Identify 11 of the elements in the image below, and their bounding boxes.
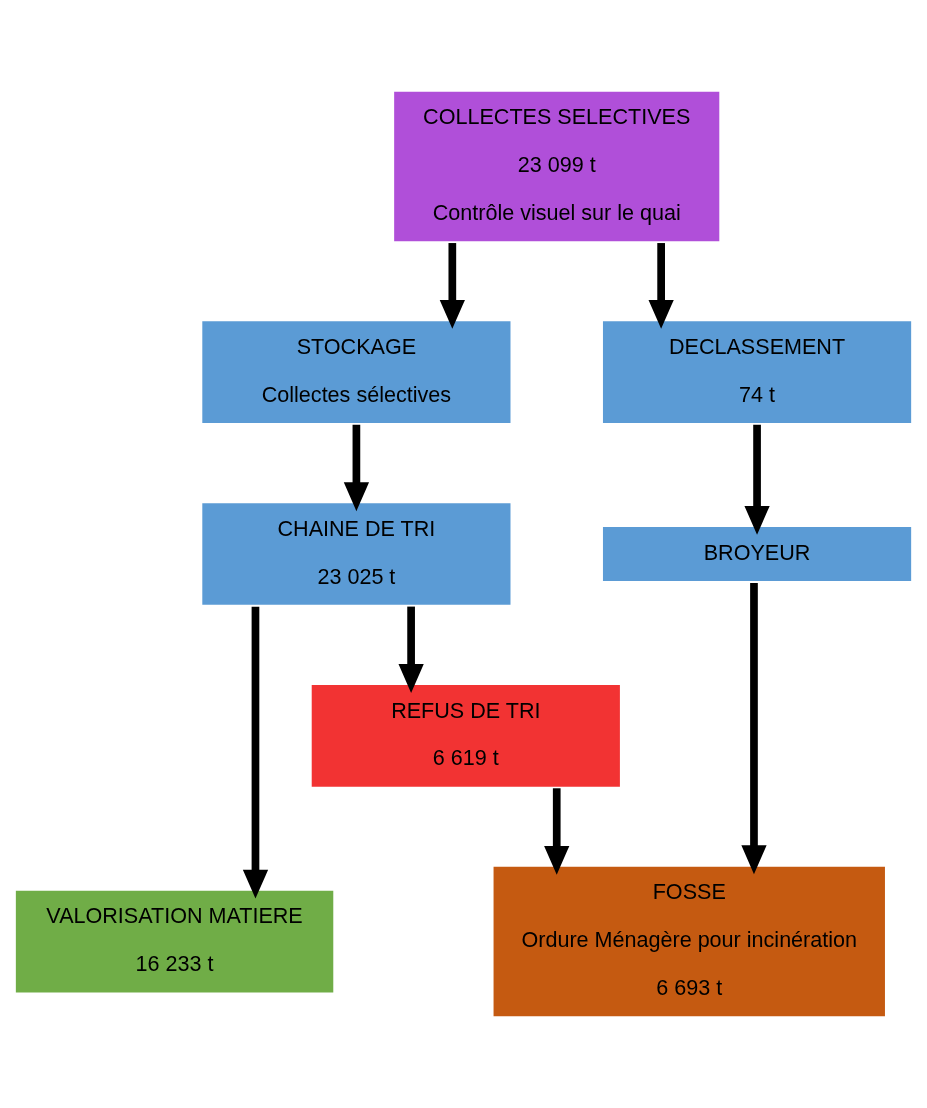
- node-box: CHAINE DE TRI 23 025 t: [199, 500, 514, 608]
- arrow: [242, 606, 269, 899]
- arrow: [398, 606, 424, 693]
- arrow: [744, 424, 770, 535]
- node-box: COLLECTES SELECTIVES 23 099 t Contrôle visuel sur le quai: [391, 88, 723, 245]
- node-box: VALORISATION MATIERE 16 233 t: [12, 887, 337, 996]
- arrow: [648, 243, 674, 329]
- arrow: [544, 788, 570, 875]
- arrow: [439, 243, 465, 329]
- arrow: [741, 583, 767, 875]
- arrow: [343, 424, 370, 512]
